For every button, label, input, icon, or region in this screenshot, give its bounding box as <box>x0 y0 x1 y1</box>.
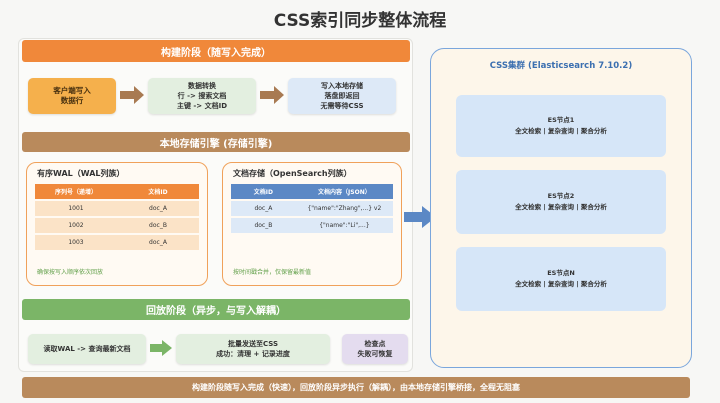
node-name: ES节点2 <box>547 192 575 200</box>
transform-line3: 主键 -> 文档ID <box>176 102 228 110</box>
wal-note: 确保按写入顺序依次回放 <box>37 269 104 276</box>
table-row: doc_A {"name":"Zhang",...} v2 <box>231 201 393 216</box>
wal-title: 有序WAL（WAL列族） <box>37 169 125 178</box>
client-write-box: 客户端写入 数据行 <box>28 78 116 114</box>
doc-store-title: 文档存储（OpenSearch列族） <box>233 169 352 178</box>
batch-send-line2: 成功：清理 + 记录进度 <box>216 350 290 358</box>
table-row: doc_B {"name":"Li",...} <box>231 218 393 233</box>
doc-cell-docid: doc_A <box>231 201 296 216</box>
wal-table: 序列号（递增） 文档ID 1001 doc_A 1002 doc_B 1003 … <box>35 182 199 252</box>
table-header: 序列号（递增） 文档ID <box>35 184 199 199</box>
doc-store-panel: 文档存储（OpenSearch列族） 文档ID 文档内容（JSON） doc_A… <box>222 162 402 286</box>
node-name: ES节点1 <box>547 116 575 124</box>
wal-cell-docid: doc_A <box>117 201 199 216</box>
es-node-n: ES节点N 全文检索 | 复杂查询 | 聚合分析 <box>456 247 666 311</box>
read-wal-box: 读取WAL -> 查询最新文档 <box>28 334 146 364</box>
local-write-line3: 无需等待CSS <box>320 102 364 110</box>
wal-header-seq: 序列号（递增） <box>35 184 117 199</box>
batch-send-box: 批量发送至CSS 成功：清理 + 记录进度 <box>176 334 330 364</box>
local-write-line2: 落盘即返回 <box>324 92 360 100</box>
wal-cell-docid: doc_B <box>117 218 199 233</box>
arrow-icon <box>150 340 172 356</box>
node-name: ES节点N <box>547 269 575 277</box>
es-node-1: ES节点1 全文检索 | 复杂查询 | 聚合分析 <box>456 95 666 157</box>
checkpoint-line2: 失败可恢复 <box>357 350 393 358</box>
es-node-2: ES节点2 全文检索 | 复杂查询 | 聚合分析 <box>456 170 666 234</box>
data-transform-box: 数据转换 行 -> 搜索文档 主键 -> 文档ID <box>148 78 256 114</box>
wal-cell-docid: doc_A <box>117 235 199 250</box>
client-write-line1: 客户端写入 <box>53 86 91 95</box>
node-desc: 全文检索 | 复杂查询 | 聚合分析 <box>515 127 607 135</box>
transform-line2: 行 -> 搜索文档 <box>177 92 227 100</box>
arrow-icon <box>120 86 144 104</box>
doc-cell-docid: doc_B <box>231 218 296 233</box>
wal-cell-seq: 1002 <box>35 218 117 233</box>
table-header: 文档ID 文档内容（JSON） <box>231 184 393 199</box>
page-title: CSS索引同步整体流程 <box>273 11 447 31</box>
doc-cell-content: {"name":"Li",...} <box>295 218 393 233</box>
wal-cell-seq: 1003 <box>35 235 117 250</box>
footer-banner: 构建阶段随写入完成（快速），回放阶段异步执行（解耦），由本地存储引擎桥接，全程无… <box>22 377 690 398</box>
table-row: 1001 doc_A <box>35 201 199 216</box>
wal-cell-seq: 1001 <box>35 201 117 216</box>
client-write-line2: 数据行 <box>60 96 84 105</box>
doc-store-table: 文档ID 文档内容（JSON） doc_A {"name":"Zhang",..… <box>231 182 393 235</box>
transform-line1: 数据转换 <box>188 82 216 90</box>
table-row: 1002 doc_B <box>35 218 199 233</box>
batch-send-line1: 批量发送至CSS <box>227 340 279 348</box>
replay-stage-banner: 回放阶段（异步，与写入解耦） <box>22 299 410 320</box>
table-row: 1003 doc_A <box>35 235 199 250</box>
node-desc: 全文检索 | 复杂查询 | 聚合分析 <box>515 203 607 211</box>
checkpoint-box: 检查点 失败可恢复 <box>342 334 408 364</box>
wal-header-docid: 文档ID <box>117 184 199 199</box>
wal-panel: 有序WAL（WAL列族） 序列号（递增） 文档ID 1001 doc_A 100… <box>26 162 208 286</box>
doc-cell-content: {"name":"Zhang",...} v2 <box>295 201 393 216</box>
node-desc: 全文检索 | 复杂查询 | 聚合分析 <box>515 280 607 288</box>
arrow-icon <box>404 206 436 228</box>
read-wal-line: 读取WAL -> 查询最新文档 <box>43 345 131 353</box>
checkpoint-line1: 检查点 <box>364 340 386 348</box>
doc-header-content: 文档内容（JSON） <box>295 184 393 199</box>
storage-engine-banner: 本地存储引擎 (存储引擎) <box>22 132 410 152</box>
doc-store-note: 按时间戳合并，仅保留最新值 <box>233 269 312 276</box>
build-stage-banner: 构建阶段（随写入完成） <box>22 40 410 62</box>
doc-header-docid: 文档ID <box>231 184 296 199</box>
cluster-title: CSS集群 (Elasticsearch 7.10.2) <box>489 61 633 71</box>
local-write-box: 写入本地存储 落盘即返回 无需等待CSS <box>288 78 396 114</box>
local-write-line1: 写入本地存储 <box>321 82 363 90</box>
arrow-icon <box>260 86 284 104</box>
